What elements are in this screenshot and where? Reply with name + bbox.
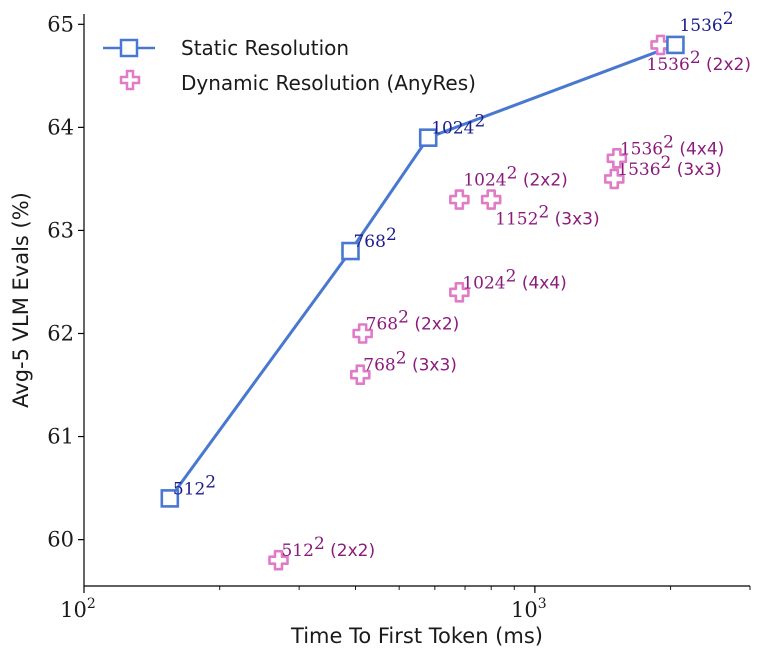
legend-dynamic-marker [119,69,141,91]
dynamic-point-label: 15362 (3x3) [617,153,721,180]
dynamic-resolution-point [650,34,671,56]
legend-static-label: Static Resolution [181,36,349,60]
dynamic-point-label: 5122 (2x2) [281,534,375,561]
dynamic-resolution-point [603,168,625,190]
y-axis-title: Avg-5 VLM Evals (%) [9,192,33,408]
dynamic-resolution-point [268,549,289,571]
static-resolution-point [341,241,360,261]
dynamic-point-label: 15362 (4x4) [620,132,724,159]
y-tick-label: 62 [47,321,74,345]
y-tick-label: 65 [47,12,74,36]
static-point-label: 10242 [431,112,485,139]
static-point-label: 15362 [679,9,733,36]
dynamic-point-label: 15362 (2x2) [647,48,751,75]
dynamic-point-label: 7682 (2x2) [366,307,460,334]
dynamic-point-label: 10242 (4x4) [462,266,566,293]
dynamic-point-label: 10242 (2x2) [463,164,567,191]
dynamic-resolution-point [349,364,371,386]
dynamic-resolution-point [606,147,628,169]
y-tick-label: 60 [47,528,74,552]
static-point-label: 7682 [353,225,396,252]
dynamic-resolution-point [352,323,373,344]
legend-static-marker [119,38,139,58]
dynamic-resolution-point [480,189,502,210]
dynamic-point-label: 7682 (3x3) [363,349,457,376]
y-tick-label: 61 [47,425,74,449]
plot-area: 5122 (2x2) 7682 (3x3) 7682 (2x2)10242 (4x4… [160,9,751,571]
static-point-label: 5122 [173,472,216,499]
x-ticks: 102 103 [60,586,751,622]
y-tick-label: 63 [47,218,74,242]
x-tick-label: 102 [60,596,96,622]
dynamic-resolution-point [449,281,470,303]
legend-dynamic-label: Dynamic Resolution (AnyRes) [181,71,476,95]
legend: Static Resolution Dynamic Resolution (An… [103,36,476,95]
static-resolution-point [666,35,685,55]
static-resolution-point [418,128,438,147]
static-resolution-line [168,43,676,500]
static-resolution-point [160,489,180,508]
y-ticks: 60 61 62 63 64 65 [47,12,84,552]
y-tick-label: 64 [47,115,74,139]
dynamic-point-label: 11522 (3x3) [495,203,599,230]
x-axis-title: Time To First Token (ms) [290,624,543,648]
x-tick-label: 103 [511,596,547,622]
dynamic-resolution-point [449,189,470,210]
